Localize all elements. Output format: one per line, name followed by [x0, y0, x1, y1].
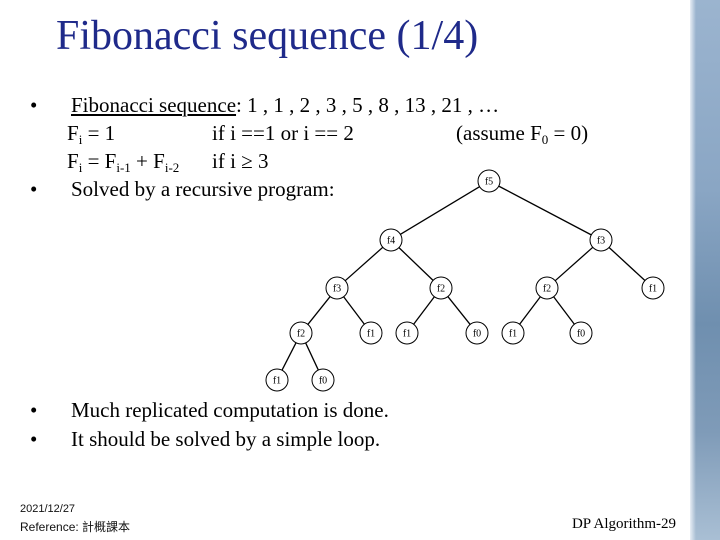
tree-edge-1 — [498, 185, 592, 236]
formula-recurrence: Fi = Fi-1 + Fi-2 — [67, 149, 180, 175]
tree-node-circle — [379, 228, 403, 252]
tree-node-f5: f5 — [477, 169, 501, 193]
tree-edge-2 — [344, 246, 384, 282]
tree-node-circle — [589, 228, 613, 252]
tree-edge-7 — [343, 296, 365, 325]
tree-node-circle — [477, 169, 501, 193]
bullet-marker-3: • — [30, 398, 38, 422]
tree-node-label: f2 — [437, 284, 445, 295]
tree-node-f2: f2 — [429, 276, 453, 300]
tree-node-f3: f3 — [325, 276, 349, 300]
tree-edge-10 — [519, 296, 541, 325]
tree-node-circle — [501, 321, 525, 345]
tree-edge-4 — [554, 246, 594, 282]
tree-node-label: f5 — [485, 177, 493, 188]
tree-node-label: f0 — [473, 329, 481, 340]
bullet-simple-loop: It should be solved by a simple loop. — [71, 427, 381, 451]
tree-node-circle — [311, 368, 335, 392]
tree-edge-12 — [281, 342, 297, 371]
bullet-recursive-program: Solved by a recursive program: — [71, 177, 335, 201]
tree-node-f3: f3 — [589, 228, 613, 252]
tree-node-label: f1 — [649, 284, 657, 295]
formula-base-condition: if i ==1 or i == 2 — [212, 121, 354, 145]
tree-node-f1: f1 — [641, 276, 665, 300]
tree-node-label: f1 — [403, 329, 411, 340]
bullet-replicated-computation: Much replicated computation is done. — [71, 398, 389, 422]
tree-node-label: f3 — [333, 284, 341, 295]
slide-title: Fibonacci sequence (1/4) — [56, 13, 479, 59]
tree-edge-0 — [400, 186, 480, 235]
tree-node-f2: f2 — [535, 276, 559, 300]
tree-edge-11 — [553, 296, 575, 325]
formula-assumption: (assume F0 = 0) — [456, 121, 589, 147]
tree-edge-9 — [447, 296, 471, 325]
tree-node-circle — [289, 321, 313, 345]
tree-node-f0: f0 — [465, 321, 489, 345]
tree-node-circle — [429, 276, 453, 300]
tree-edges — [281, 185, 646, 371]
footer-reference: Reference: 計概課本 — [20, 520, 131, 534]
tree-node-circle — [535, 276, 559, 300]
tree-edge-3 — [398, 247, 434, 281]
tree-node-f2: f2 — [289, 321, 313, 345]
tree-node-circle — [465, 321, 489, 345]
formula-recurrence-condition: if i ≥ 3 — [212, 149, 269, 173]
tree-edge-6 — [307, 296, 331, 325]
sequence-values: : 1 , 1 , 2 , 3 , 5 , 8 , 13 , 21 , … — [236, 93, 500, 117]
tree-node-f0: f0 — [311, 368, 335, 392]
tree-edge-13 — [305, 342, 319, 371]
tree-node-label: f0 — [319, 376, 327, 387]
bullet-fibonacci-definition: Fibonacci sequence: 1 , 1 , 2 , 3 , 5 , … — [71, 92, 499, 118]
tree-node-label: f3 — [597, 236, 605, 247]
tree-node-label: f1 — [509, 329, 517, 340]
tree-node-circle — [395, 321, 419, 345]
tree-node-label: f0 — [577, 329, 585, 340]
tree-node-circle — [325, 276, 349, 300]
tree-node-circle — [569, 321, 593, 345]
bullet-marker-2: • — [30, 177, 38, 201]
tree-node-f4: f4 — [379, 228, 403, 252]
tree-node-label: f2 — [297, 329, 305, 340]
tree-node-f1: f1 — [395, 321, 419, 345]
tree-edge-5 — [608, 246, 646, 282]
side-strip-highlight — [690, 0, 696, 540]
fibonacci-term: Fibonacci sequence — [71, 93, 237, 117]
tree-node-f1: f1 — [501, 321, 525, 345]
tree-nodes: f5 f4 f3 f3 f2 f2 f1 f2 f1 f1 f0 f1 f0 f1 f0 — [265, 169, 665, 392]
tree-node-label: f1 — [273, 376, 281, 387]
tree-node-label: f4 — [387, 236, 395, 247]
tree-node-circle — [359, 321, 383, 345]
bullet-marker-4: • — [30, 427, 38, 451]
tree-node-label: f2 — [543, 284, 551, 295]
tree-node-f0: f0 — [569, 321, 593, 345]
page-number: DP Algorithm-29 — [571, 516, 676, 532]
bullet-marker-1: • — [30, 93, 38, 117]
tree-node-circle — [265, 368, 289, 392]
tree-node-label: f1 — [367, 329, 375, 340]
footer-date: 2021/12/27 — [20, 503, 76, 515]
tree-node-f1: f1 — [359, 321, 383, 345]
formula-base-case: Fi = 1 — [67, 121, 116, 147]
tree-edge-8 — [413, 296, 435, 325]
tree-node-circle — [641, 276, 665, 300]
tree-node-f1: f1 — [265, 368, 289, 392]
